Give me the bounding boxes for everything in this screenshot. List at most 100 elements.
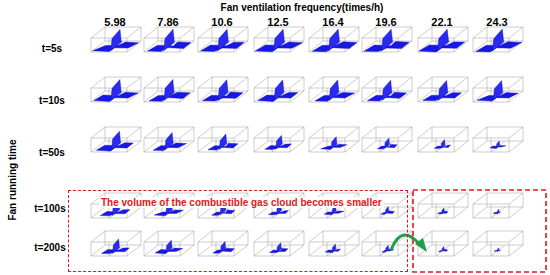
room-wireframe (509, 207, 523, 218)
room-wireframe (323, 77, 359, 78)
room-wireframe (432, 27, 433, 41)
simulation-snapshots (91, 27, 523, 256)
axis-title: Fan ventilation frequency(times/h) (221, 2, 384, 13)
axis-value: 10.6 (211, 16, 232, 28)
room-wireframe (376, 193, 412, 194)
gas-cloud (442, 208, 445, 214)
room-wireframe (323, 77, 324, 91)
room-wireframe (487, 193, 488, 207)
room-wireframe (248, 27, 249, 41)
room-wireframe (141, 77, 142, 91)
gas-cloud (164, 29, 175, 50)
room-wireframe (268, 231, 269, 245)
room-wireframe (454, 231, 468, 242)
room-wireframe (523, 77, 524, 91)
axis-title: Fan running time (7, 139, 18, 220)
room-wireframe (105, 77, 106, 91)
room-wireframe (144, 207, 158, 218)
room-wireframe (105, 231, 106, 245)
axis-value: t=5s (42, 43, 62, 54)
room-wireframe (418, 138, 419, 152)
room-wireframe (194, 27, 195, 41)
gas-cloud (442, 247, 444, 252)
room-wireframe (323, 27, 324, 41)
room-wireframe (473, 27, 487, 38)
room-wireframe (144, 245, 158, 256)
room-wireframe (412, 27, 413, 41)
room-wireframe (487, 193, 523, 194)
room-wireframe (254, 38, 255, 52)
gas-cloud (497, 209, 499, 213)
room-wireframe (362, 77, 376, 88)
room-wireframe (212, 77, 213, 91)
room-wireframe (304, 127, 305, 141)
dashed-region: The volume of the combustible gas cloud … (68, 190, 408, 272)
room-wireframe (180, 141, 194, 152)
room-wireframe (212, 27, 213, 41)
room-wireframe (198, 88, 199, 102)
gas-cloud (381, 29, 392, 51)
room-wireframe (491, 204, 492, 218)
axis-value: 16.4 (322, 16, 343, 28)
axis-value: 24.3 (486, 16, 507, 28)
room-wireframe (144, 38, 145, 52)
room-wireframe (141, 231, 142, 245)
gas-cloud (332, 244, 336, 252)
room-wireframe (398, 27, 412, 38)
room-wireframe (473, 77, 487, 88)
room-wireframe (418, 127, 432, 138)
room-wireframe (158, 127, 194, 128)
room-wireframe (398, 204, 399, 218)
room-wireframe (198, 141, 212, 152)
gas-cloud (111, 29, 122, 50)
room-wireframe (509, 138, 510, 152)
room-wireframe (323, 231, 324, 245)
room-wireframe (158, 77, 194, 78)
room-wireframe (523, 231, 524, 245)
room-wireframe (412, 77, 413, 91)
room-wireframe (473, 88, 474, 102)
gas-cloud (218, 80, 228, 101)
room-wireframe (454, 77, 468, 88)
room-wireframe (198, 245, 212, 256)
room-wireframe (127, 207, 141, 218)
room-wireframe (398, 207, 412, 218)
room-wireframe (362, 38, 363, 52)
room-wireframe (105, 127, 141, 128)
room-wireframe (473, 38, 474, 52)
gas-cloud (493, 81, 503, 101)
room-wireframe (362, 127, 376, 138)
room-wireframe (432, 231, 468, 232)
room-wireframe (212, 77, 248, 78)
gas-cloud (329, 80, 339, 100)
room-wireframe (180, 245, 194, 256)
room-wireframe (180, 127, 194, 138)
gas-cloud (113, 239, 120, 253)
room-wireframe (268, 77, 304, 78)
room-wireframe (290, 207, 304, 218)
axis-value: 19.6 (375, 16, 396, 28)
gas-cloud (276, 135, 283, 149)
room-wireframe (473, 204, 474, 218)
room-wireframe (91, 204, 92, 218)
room-wireframe (234, 141, 248, 152)
room-wireframe (91, 231, 105, 242)
room-wireframe (127, 77, 141, 88)
room-wireframe (180, 77, 194, 88)
room-wireframe (327, 138, 328, 152)
room-wireframe (509, 27, 523, 38)
room-wireframe (290, 231, 304, 242)
room-wireframe (412, 127, 413, 141)
room-wireframe (216, 242, 217, 256)
room-wireframe (362, 138, 363, 152)
room-wireframe (468, 231, 469, 245)
room-wireframe (141, 27, 142, 41)
room-wireframe (144, 231, 158, 242)
room-wireframe (436, 242, 437, 256)
room-wireframe (290, 77, 304, 88)
axis-value: t=100s (34, 203, 65, 214)
room-wireframe (398, 193, 412, 204)
room-wireframe (144, 138, 145, 152)
room-wireframe (376, 127, 377, 141)
